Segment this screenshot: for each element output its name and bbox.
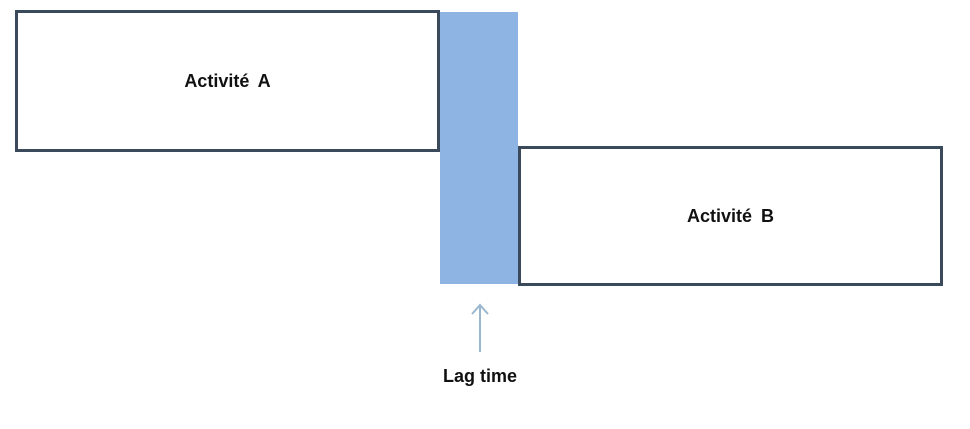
activity-b-box: Activité B xyxy=(518,146,943,286)
lag-time-bar xyxy=(440,12,518,284)
activity-a-label: Activité A xyxy=(184,70,271,91)
activity-b-label: Activité B xyxy=(686,205,775,226)
up-arrow-icon xyxy=(471,303,489,352)
lag-time-label: Lag time xyxy=(442,366,517,386)
activity-a-box: Activité A xyxy=(15,10,440,152)
